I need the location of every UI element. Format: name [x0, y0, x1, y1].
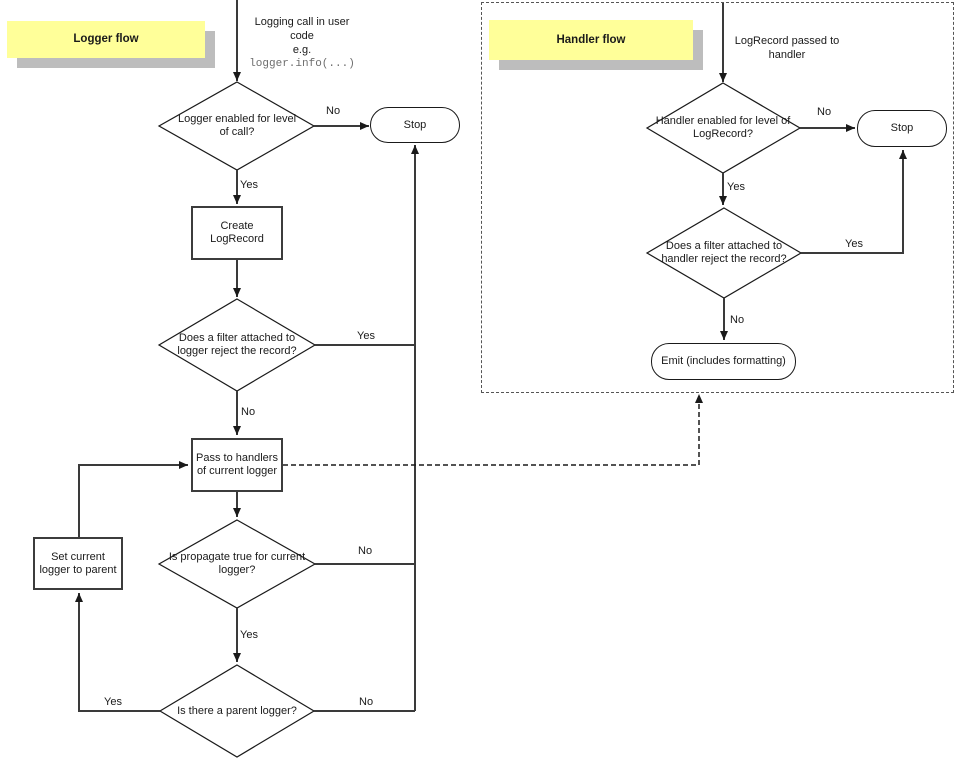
- process-pass-to-handlers: Pass to handlers of current logger: [191, 438, 283, 492]
- edge-label-handler-filter-no: No: [730, 314, 745, 326]
- terminator-logger-stop: Stop: [370, 107, 460, 143]
- process-set-current-logger: Set current logger to parent: [33, 537, 123, 590]
- logger-stop-label: Stop: [403, 118, 427, 131]
- annotation-line: Logging call in user: [254, 16, 350, 28]
- logger-entry-annotation: Logging call in user code e.g. logger.in…: [232, 15, 372, 71]
- edge-label-enabled-no: No: [326, 105, 341, 117]
- pass-to-handlers-label: Pass to handlers of current logger: [196, 452, 278, 477]
- annotation-code: logger.info(...): [249, 58, 355, 70]
- set-current-logger-label: Set current logger to parent: [39, 550, 117, 576]
- handler-flow-title: Handler flow: [556, 33, 626, 46]
- annotation-line: handler: [768, 49, 806, 61]
- logger-flow-note: Logger flow: [7, 21, 205, 58]
- connector-set-to-pass: [78, 461, 188, 537]
- connector-handler-filter-yes-to-stop: [801, 150, 907, 254]
- edge-label-handler-filter-yes: Yes: [845, 238, 863, 250]
- edge-label-handler-enabled-yes: Yes: [727, 181, 745, 193]
- annotation-line: code: [290, 30, 314, 42]
- handler-stop-label: Stop: [890, 122, 914, 134]
- decision-logger-enabled-shape: [157, 81, 316, 171]
- process-create-logrecord: Create LogRecord: [191, 206, 283, 260]
- edge-label-enabled-yes: Yes: [240, 179, 258, 191]
- edge-label-propagate-no: No: [358, 545, 373, 557]
- decision-handler-filter-shape: [645, 207, 803, 299]
- edge-label-handler-enabled-no: No: [817, 106, 832, 118]
- edge-label-filter-yes: Yes: [357, 330, 375, 342]
- handler-flow-note: Handler flow: [489, 20, 693, 60]
- edge-label-parent-yes: Yes: [104, 696, 122, 708]
- handler-flow-frame: [481, 2, 954, 393]
- emit-label: Emit (includes formatting): [661, 355, 786, 367]
- edge-label-parent-no: No: [359, 696, 374, 708]
- handler-entry-annotation: LogRecord passed to handler: [727, 34, 847, 62]
- decision-propagate-shape: [157, 519, 317, 609]
- decision-logger-filter-shape: [157, 298, 317, 392]
- decision-parent-shape: [158, 664, 316, 758]
- edge-label-propagate-yes: Yes: [240, 629, 258, 641]
- decision-handler-enabled-shape: [645, 82, 802, 174]
- terminator-handler-stop: Stop: [857, 110, 947, 147]
- logger-flow-title: Logger flow: [73, 33, 139, 45]
- connector-parent-yes-to-set: [75, 593, 160, 712]
- edge-label-filter-no: No: [241, 406, 256, 418]
- create-logrecord-label: Create LogRecord: [210, 220, 264, 245]
- annotation-line: e.g.: [292, 44, 312, 56]
- connector-pass-to-handler-flow-dashed: [283, 394, 703, 466]
- annotation-line: LogRecord passed to: [734, 35, 840, 47]
- terminator-emit: Emit (includes formatting): [651, 343, 796, 380]
